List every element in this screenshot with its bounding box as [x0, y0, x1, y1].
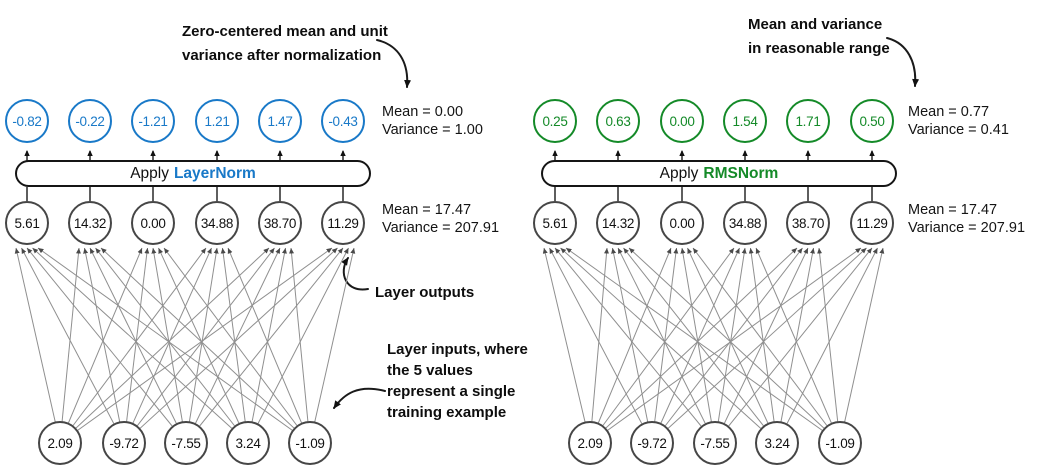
- mean-label: Mean = 0.00: [382, 104, 464, 120]
- layer-outputs-label: Layer outputs: [375, 284, 475, 301]
- output-node: 1.47: [258, 99, 302, 143]
- connections-svg: [542, 37, 920, 444]
- annotation-line: variance after normalization: [182, 47, 382, 64]
- output-node: 1.71: [786, 99, 830, 143]
- layer-inputs-label: Layer inputs, where the 5 values represe…: [387, 339, 528, 423]
- connections-svg: [14, 39, 412, 444]
- apply-label: Apply: [130, 164, 169, 182]
- layer-outputs-arrow-icon: [341, 257, 369, 291]
- output-node: 0.63: [596, 99, 640, 143]
- hidden-node: 34.88: [723, 201, 767, 245]
- input-node: 3.24: [226, 421, 270, 465]
- output-node: 0.00: [660, 99, 704, 143]
- hidden-node: 38.70: [258, 201, 302, 245]
- layer-inputs-line: represent a single: [387, 383, 516, 400]
- variance-label: Variance = 207.91: [908, 219, 1026, 236]
- input-node: -1.09: [818, 421, 862, 465]
- hidden-node: 38.70: [786, 201, 830, 245]
- variance-label: Variance = 1.00: [382, 121, 483, 138]
- annotation-line: Zero-centered mean and unit: [182, 23, 388, 40]
- output-node: 0.50: [850, 99, 894, 143]
- annotation-text: Mean and variance in reasonable range: [748, 13, 890, 61]
- apply-label: Apply: [659, 164, 699, 182]
- output-node: 1.21: [195, 99, 239, 143]
- norm-method-label: RMSNorm: [703, 164, 779, 182]
- raw-stats: Mean = 17.47 Variance = 207.91: [382, 202, 499, 237]
- input-node: -7.55: [693, 421, 737, 465]
- hidden-node: 14.32: [596, 201, 640, 245]
- annotation-line: in reasonable range: [748, 40, 890, 57]
- normalized-stats: Mean = 0.77 Variance = 0.41: [908, 104, 1009, 139]
- variance-label: Variance = 207.91: [382, 219, 500, 236]
- layer-inputs-line: training example: [387, 404, 507, 421]
- mean-label: Mean = 17.47: [908, 202, 998, 218]
- layer-inputs-line: the 5 values: [387, 362, 473, 379]
- mean-label: Mean = 17.47: [382, 202, 472, 218]
- input-node: 2.09: [568, 421, 612, 465]
- apply-rmsnorm-box: Apply RMSNorm: [541, 160, 897, 187]
- annotation-text: Zero-centered mean and unit variance aft…: [182, 20, 388, 68]
- input-node: -1.09: [288, 421, 332, 465]
- input-node: 2.09: [38, 421, 82, 465]
- normalized-stats: Mean = 0.00 Variance = 1.00: [382, 104, 483, 139]
- output-node: -0.43: [321, 99, 365, 143]
- hidden-node: 0.00: [660, 201, 704, 245]
- output-node: -1.21: [131, 99, 175, 143]
- raw-stats: Mean = 17.47 Variance = 207.91: [908, 202, 1025, 237]
- layer-inputs-line: Layer inputs, where: [387, 341, 528, 358]
- variance-label: Variance = 0.41: [908, 121, 1009, 138]
- mean-label: Mean = 0.77: [908, 104, 990, 120]
- hidden-node: 11.29: [850, 201, 894, 245]
- hidden-node: 34.88: [195, 201, 239, 245]
- layer-inputs-arrow-icon: [333, 387, 386, 409]
- input-node: -7.55: [164, 421, 208, 465]
- hidden-node: 0.00: [131, 201, 175, 245]
- hidden-node: 5.61: [5, 201, 49, 245]
- input-node: -9.72: [102, 421, 146, 465]
- input-node: 3.24: [755, 421, 799, 465]
- norm-method-label: LayerNorm: [173, 164, 256, 182]
- hidden-node: 5.61: [533, 201, 577, 245]
- output-node: -0.82: [5, 99, 49, 143]
- hidden-node: 14.32: [68, 201, 112, 245]
- input-node: -9.72: [630, 421, 674, 465]
- apply-layernorm-box: Apply LayerNorm: [15, 160, 371, 187]
- hidden-node: 11.29: [321, 201, 365, 245]
- output-node: -0.22: [68, 99, 112, 143]
- annotation-arrow-icon: [886, 37, 920, 87]
- layernorm-panel: Zero-centered mean and unit variance aft…: [5, 20, 528, 465]
- annotation-arrow-icon: [376, 39, 412, 88]
- output-node: 0.25: [533, 99, 577, 143]
- annotation-line: Mean and variance: [748, 16, 883, 33]
- rmsnorm-panel: Mean and variance in reasonable range 0.…: [521, 0, 1042, 465]
- output-node: 1.54: [723, 99, 767, 143]
